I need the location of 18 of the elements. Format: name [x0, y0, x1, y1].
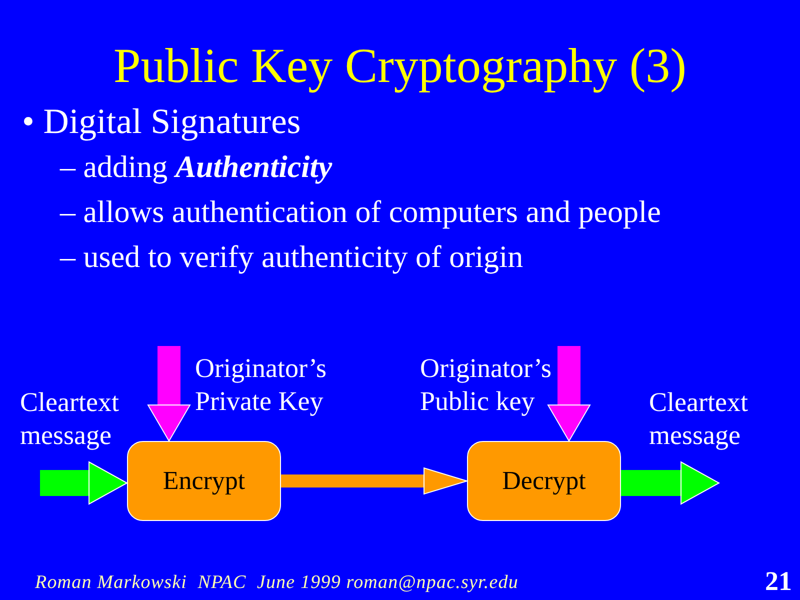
sub-bullet-text: – allows authentication of computers and people: [60, 194, 661, 230]
arrow: [281, 468, 468, 494]
process-box: Decrypt: [467, 441, 621, 521]
page-number: 21: [765, 566, 792, 598]
bullet-text: • Digital Signatures: [22, 101, 301, 142]
edge-label: Originator’s Private Key: [195, 352, 328, 418]
sub-bullet-text: – used to verify authenticity of origin: [60, 239, 524, 275]
sub-bullet-text: – adding Authenticity: [60, 149, 332, 185]
process-box: Encrypt: [127, 441, 281, 521]
arrow: [621, 462, 720, 504]
slide-title: Public Key Cryptography (3): [114, 38, 686, 94]
edge-label: Cleartext message: [649, 386, 749, 452]
arrow: [548, 346, 590, 442]
arrow: [40, 462, 128, 504]
edge-label: Originator’s Public key: [420, 352, 552, 418]
footer-text: Roman Markowski NPAC June 1999 roman@npac.syr.edu: [35, 572, 518, 594]
edge-label: Cleartext message: [20, 386, 120, 452]
arrow: [148, 346, 190, 442]
